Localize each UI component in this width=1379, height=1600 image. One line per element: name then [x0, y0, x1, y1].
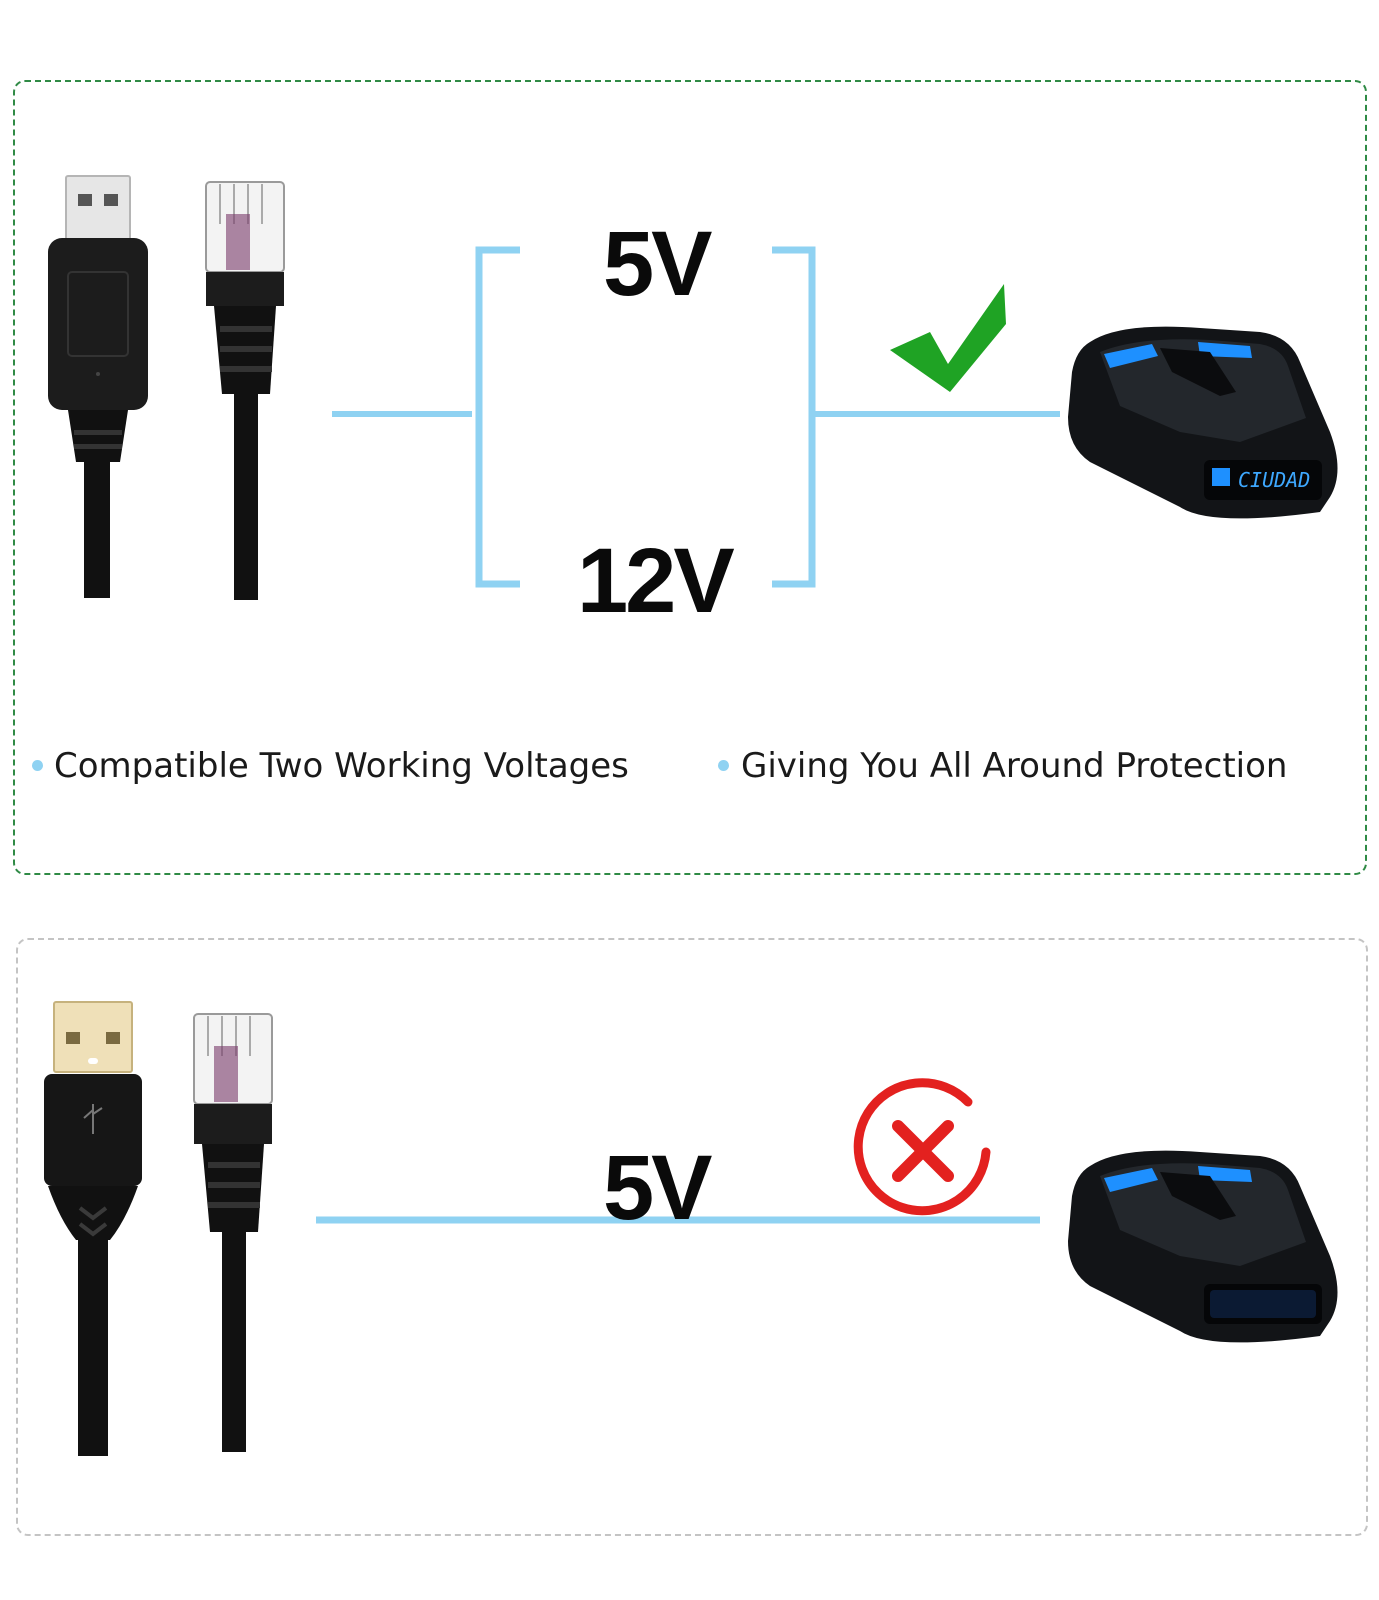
checkmark-icon: [890, 284, 1006, 392]
radar-detector-icon: CIUDAD: [1068, 326, 1338, 519]
bullet-dot: [32, 760, 43, 771]
voltage-bracket-diagram: [332, 246, 1060, 588]
compatible-panel: [13, 80, 1367, 875]
radar-detector-icon: [1068, 1150, 1338, 1343]
incompatible-panel: [16, 938, 1368, 1536]
rj-connector-icon: [193, 1013, 273, 1452]
voltage-5v-label: 5V: [603, 1137, 713, 1239]
feature-text-voltages: Compatible Two Working Voltages: [54, 746, 629, 786]
voltage-line: [316, 1216, 1040, 1224]
voltage-12v-label: 12V: [577, 530, 735, 632]
detector-display-text: CIUDAD: [1238, 468, 1310, 492]
cross-circle-icon: [853, 1078, 991, 1216]
voltage-5v-label: 5V: [603, 213, 713, 315]
rj-connector-icon: [205, 181, 285, 600]
feature-text-protection: Giving You All Around Protection: [741, 746, 1288, 786]
bullet-dot: [718, 760, 729, 771]
usb-cable-icon: [44, 1001, 142, 1456]
usb-cable-icon: [48, 175, 148, 598]
